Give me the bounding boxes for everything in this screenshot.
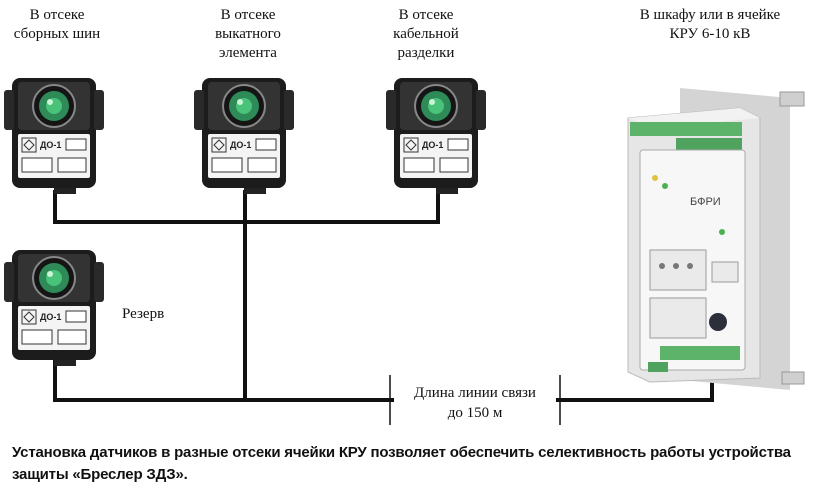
sensor-busbar-model: ДО-1 — [40, 140, 61, 150]
line-length-text-1: Длина линии связи — [414, 385, 536, 401]
line-length-box — [394, 382, 556, 422]
sensor-withdrawable-model: ДО-1 — [230, 140, 251, 150]
sensor-reserve-model: ДО-1 — [40, 312, 61, 322]
sensor-cable-model: ДО-1 — [422, 140, 443, 150]
caption: Установка датчиков в разные отсеки ячейк… — [12, 444, 791, 483]
label-withdrawable-compartment: В отсеке выкатного элемента — [215, 7, 281, 61]
label-cabinet: В шкафу или в ячейке КРУ 6-10 кВ — [639, 7, 781, 42]
wiring — [53, 190, 714, 402]
line-length-bracket — [389, 375, 561, 425]
sensor-withdrawable: ДО-1 — [193, 77, 295, 195]
line-length-text-2: до 150 м — [448, 405, 503, 421]
protection-device: БФРИ — [627, 88, 805, 390]
device-label: БФРИ — [690, 196, 721, 208]
bottom-bus-wire — [53, 360, 714, 402]
sensor-reserve: ДО-1 — [3, 249, 105, 367]
label-busbar-compartment: В отсеке сборных шин — [13, 7, 101, 42]
sensor-busbar: ДО-1 — [3, 77, 105, 195]
sensor-cable: ДО-1 — [385, 77, 487, 195]
label-reserve: Резерв — [122, 306, 165, 322]
label-cable-compartment: В отсеке кабельной разделки — [393, 7, 459, 61]
